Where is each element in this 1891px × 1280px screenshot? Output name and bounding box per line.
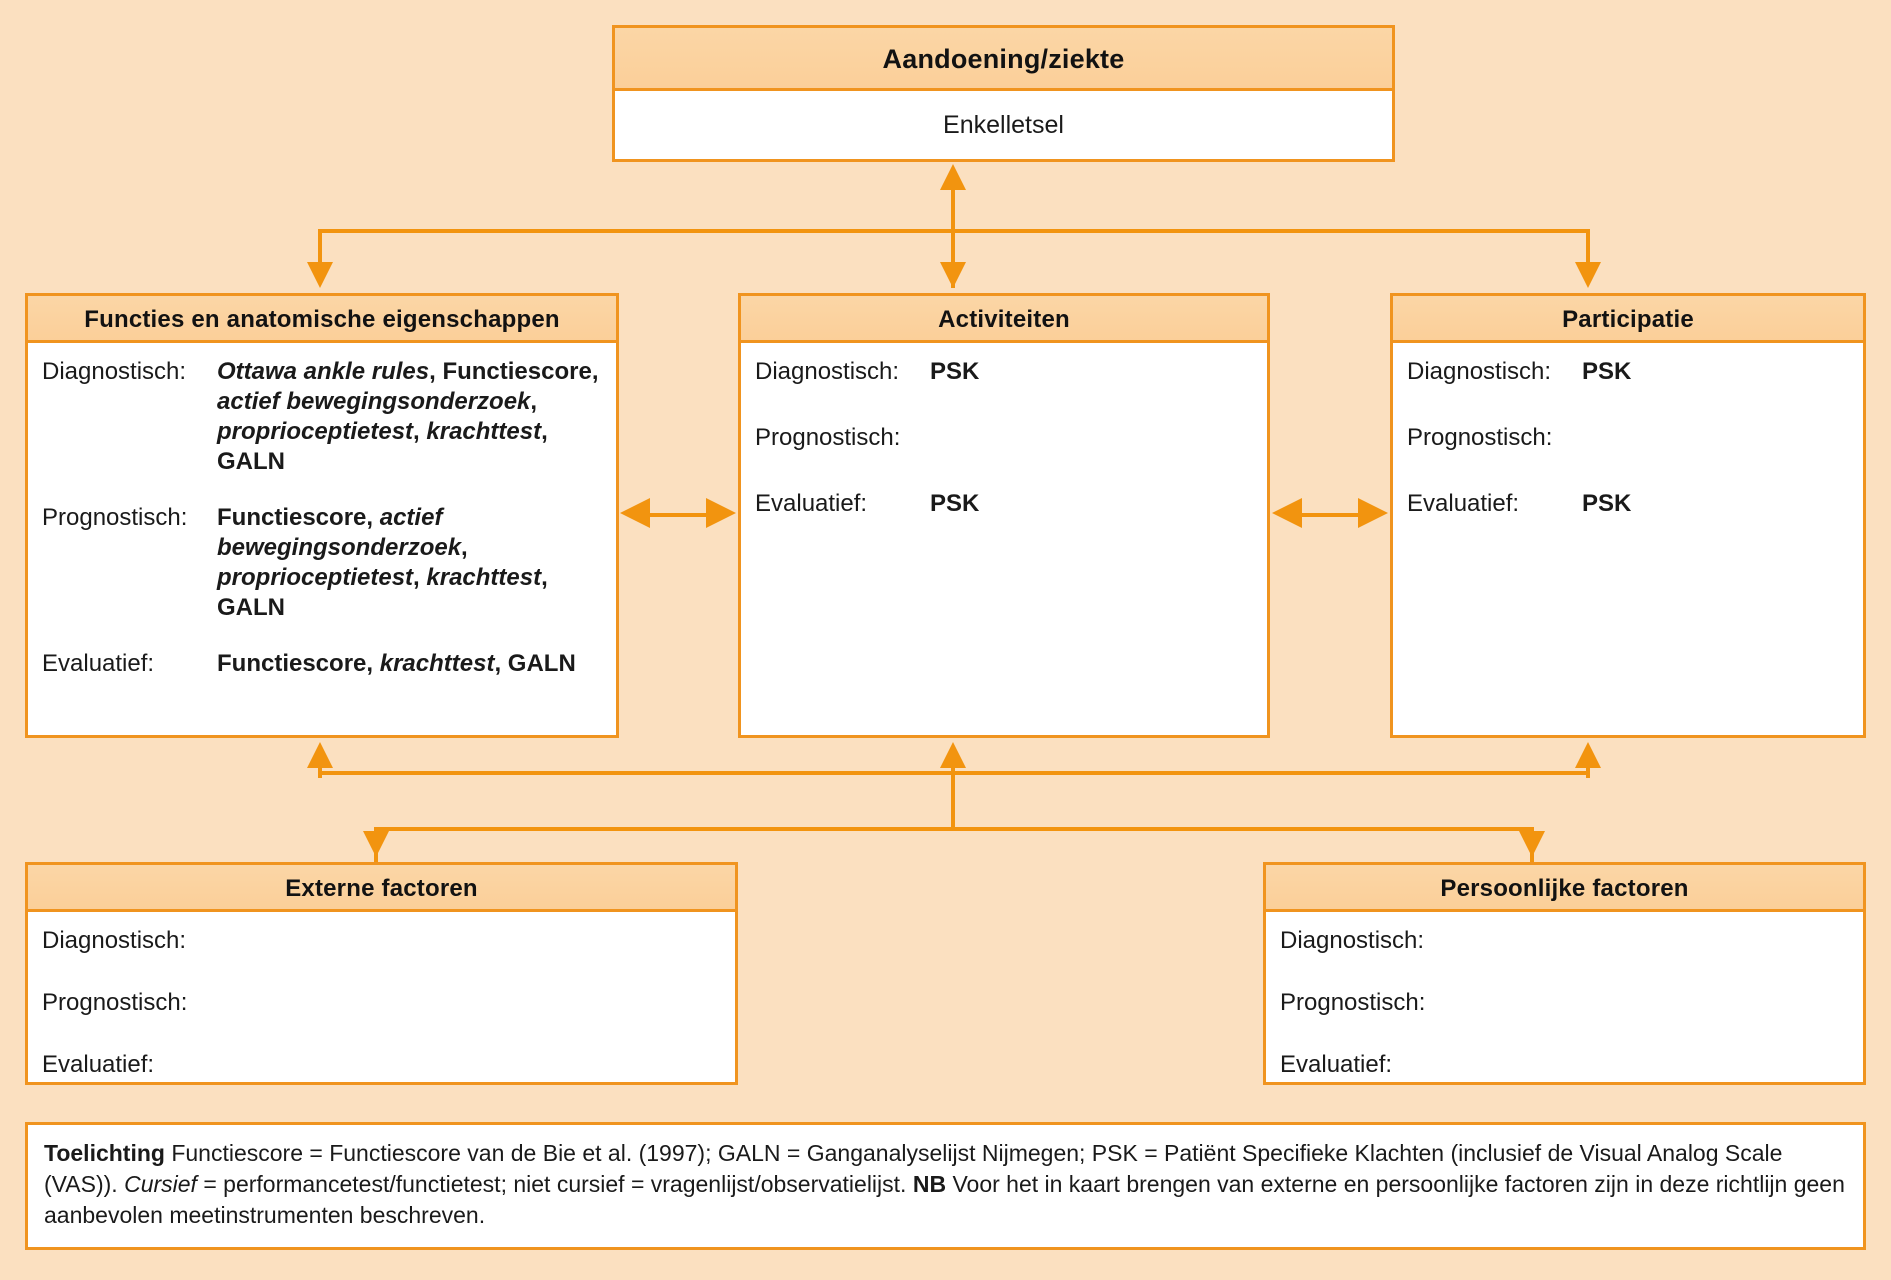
row-functies-prognostisch: Prognostisch: Functiescore, actief beweg… [42, 503, 600, 623]
box-functies-en-anatomische-eigenschappen: Functies en anatomische eigenschappen Di… [25, 293, 619, 738]
footnote-lead: Toelichting [44, 1140, 165, 1166]
label-diagnostisch: Diagnostisch: [42, 927, 187, 954]
row-externe-prognostisch: Prognostisch: [42, 988, 719, 1018]
value-activiteiten-diagnostisch: PSK [930, 358, 980, 385]
box-persoonlijke-factoren: Persoonlijke factoren Diagnostisch: Prog… [1263, 862, 1866, 1085]
connector-horizontal-bottom-bus-lower [374, 827, 1530, 831]
box-body-activiteiten: Diagnostisch: PSK Prognostisch: Evaluati… [741, 343, 1267, 735]
value-participatie-diagnostisch: PSK [1582, 358, 1632, 385]
connector-vertical-center-top [951, 178, 955, 288]
row-participatie-evaluatief: Evaluatief: PSK [1407, 489, 1847, 519]
row-externe-diagnostisch: Diagnostisch: [42, 926, 719, 956]
label-evaluatief: Evaluatief: [1280, 1051, 1393, 1078]
label-prognostisch: Prognostisch: [1407, 424, 1553, 451]
row-activiteiten-evaluatief: Evaluatief: PSK [755, 489, 1251, 519]
connector-vertical-left-bottom-up [318, 768, 322, 778]
arrowhead-down-to-personal [1519, 831, 1545, 857]
arrowhead-down-to-external [363, 831, 389, 857]
box-body-participatie: Diagnostisch: PSK Prognostisch: Evaluati… [1393, 343, 1863, 735]
arrowhead-up-to-activities-bottom [940, 742, 966, 768]
footnote-toelichting: Toelichting Functiescore = Functiescore … [25, 1122, 1866, 1250]
label-evaluatief: Evaluatief: [1407, 490, 1520, 517]
box-body-functies: Diagnostisch: Ottawa ankle rules, Functi… [28, 343, 616, 735]
box-value-enkelletsel: Enkelletsel [615, 91, 1392, 159]
connector-activities-participation [1282, 513, 1378, 517]
connector-vertical-left-top [318, 229, 322, 264]
label-prognostisch: Prognostisch: [42, 504, 188, 531]
arrowhead-down-to-functions [307, 262, 333, 288]
label-evaluatief: Evaluatief: [42, 1051, 155, 1078]
box-aandoening-ziekte: Aandoening/ziekte Enkelletsel [612, 25, 1395, 162]
label-diagnostisch: Diagnostisch: [755, 358, 900, 385]
label-diagnostisch: Diagnostisch: [1280, 927, 1425, 954]
row-activiteiten-diagnostisch: Diagnostisch: PSK [755, 357, 1251, 387]
box-title-participatie: Participatie [1393, 296, 1863, 343]
value-functies-evaluatief: Functiescore, krachttest, GALN [217, 650, 576, 677]
connector-vertical-right-top [1586, 229, 1590, 264]
arrowhead-down-to-activities [940, 262, 966, 288]
arrowhead-left-functions [620, 498, 650, 528]
value-participatie-evaluatief: PSK [1582, 490, 1632, 517]
row-persoonlijke-diagnostisch: Diagnostisch: [1280, 926, 1847, 956]
connector-functions-activities [630, 513, 726, 517]
box-activiteiten: Activiteiten Diagnostisch: PSK Prognosti… [738, 293, 1270, 738]
footnote-text-3: Voor het in kaart brengen van externe en… [44, 1171, 1845, 1228]
box-body-externe-factoren: Diagnostisch: Prognostisch: Evaluatief: [28, 912, 735, 1082]
arrowhead-down-to-participation [1575, 262, 1601, 288]
arrowhead-right-activities [706, 498, 736, 528]
arrowhead-up-to-disease [940, 164, 966, 190]
row-externe-evaluatief: Evaluatief: [42, 1050, 719, 1080]
footnote-cursief: Cursief [124, 1171, 197, 1197]
connector-vertical-center-bottom [951, 768, 955, 830]
footnote-nb: NB [912, 1171, 947, 1197]
value-activiteiten-evaluatief: PSK [930, 490, 980, 517]
arrowhead-left-activities [1272, 498, 1302, 528]
label-diagnostisch: Diagnostisch: [1407, 358, 1552, 385]
label-diagnostisch: Diagnostisch: [42, 358, 187, 385]
arrowhead-right-participation [1358, 498, 1388, 528]
row-functies-diagnostisch: Diagnostisch: Ottawa ankle rules, Functi… [42, 357, 600, 477]
row-persoonlijke-evaluatief: Evaluatief: [1280, 1050, 1847, 1080]
box-body-persoonlijke-factoren: Diagnostisch: Prognostisch: Evaluatief: [1266, 912, 1863, 1082]
row-persoonlijke-prognostisch: Prognostisch: [1280, 988, 1847, 1018]
label-prognostisch: Prognostisch: [42, 989, 188, 1016]
box-title-externe-factoren: Externe factoren [28, 865, 735, 912]
label-evaluatief: Evaluatief: [42, 650, 155, 677]
row-participatie-prognostisch: Prognostisch: [1407, 423, 1847, 453]
row-functies-evaluatief: Evaluatief: Functiescore, krachttest, GA… [42, 649, 600, 679]
row-participatie-diagnostisch: Diagnostisch: PSK [1407, 357, 1847, 387]
label-prognostisch: Prognostisch: [755, 424, 901, 451]
connector-vertical-right-bottom-up [1586, 768, 1590, 778]
footnote-text-2: = performancetest/functietest; niet curs… [196, 1171, 913, 1197]
value-functies-diagnostisch: Ottawa ankle rules, Functiescore, actief… [217, 358, 599, 475]
box-title-functies: Functies en anatomische eigenschappen [28, 296, 616, 343]
label-prognostisch: Prognostisch: [1280, 989, 1426, 1016]
box-externe-factoren: Externe factoren Diagnostisch: Prognosti… [25, 862, 738, 1085]
box-title-persoonlijke-factoren: Persoonlijke factoren [1266, 865, 1863, 912]
connector-horizontal-top-bus [318, 229, 1590, 233]
label-evaluatief: Evaluatief: [755, 490, 868, 517]
row-activiteiten-prognostisch: Prognostisch: [755, 423, 1251, 453]
footnote-text-1: Functiescore = Functiescore van de Bie e… [44, 1140, 1783, 1197]
box-title-aandoening-ziekte: Aandoening/ziekte [615, 28, 1392, 91]
box-title-activiteiten: Activiteiten [741, 296, 1267, 343]
arrowhead-up-to-participation-bottom [1575, 742, 1601, 768]
arrowhead-up-to-functions [307, 742, 333, 768]
value-functies-prognostisch: Functiescore, actief bewegingsonderzoek,… [217, 504, 548, 621]
box-participatie: Participatie Diagnostisch: PSK Prognosti… [1390, 293, 1866, 738]
